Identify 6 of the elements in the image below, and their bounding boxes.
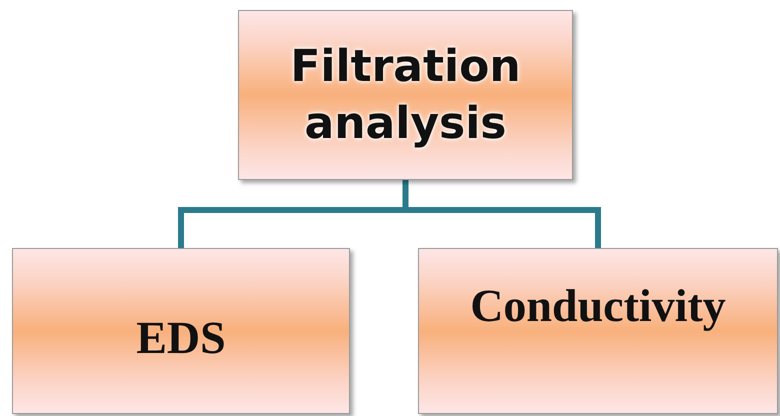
box-label: Conductivity	[470, 280, 726, 332]
process-box	[418, 248, 778, 414]
process-box	[238, 10, 573, 180]
process-box	[12, 248, 350, 414]
box-label: EDS	[136, 312, 226, 364]
box-label: Filtration analysis	[289, 40, 522, 151]
